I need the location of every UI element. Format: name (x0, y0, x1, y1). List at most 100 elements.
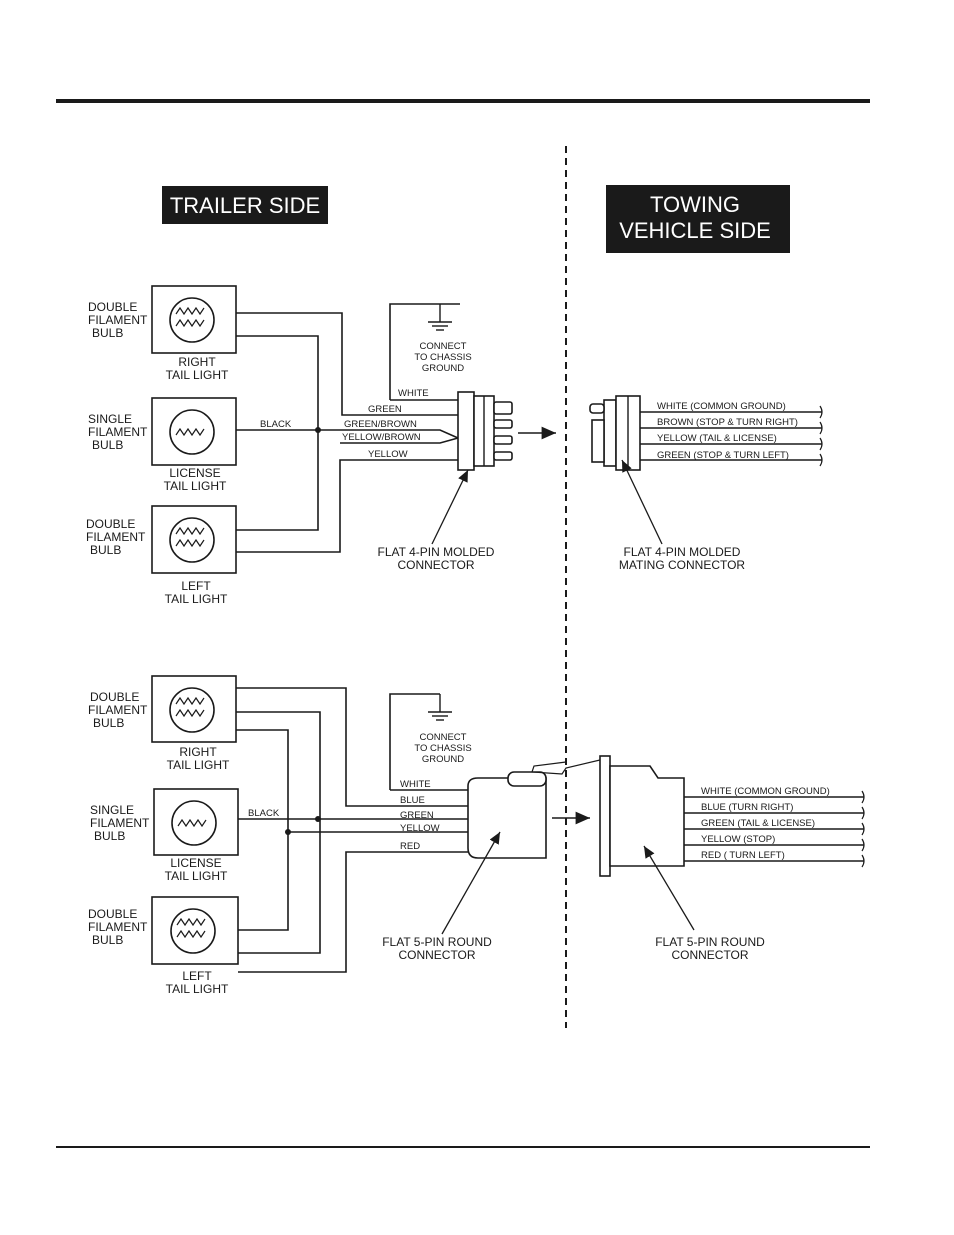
license-tail-light: SINGLE FILAMENT BULB LICENSE TAIL LIGHT (90, 788, 239, 883)
junction-dot (285, 829, 291, 835)
wire-label-black: BLACK (260, 419, 292, 430)
vehicle-wire-label: WHITE (COMMON GROUND) (657, 401, 786, 412)
light-label: TAIL LIGHT (166, 982, 229, 996)
wire-label-white: WHITE (400, 779, 431, 790)
wire-break-icon (861, 790, 865, 868)
right-tail-light: DOUBLE FILAMENT BULB RIGHT TAIL LIGHT (88, 675, 237, 772)
section-4pin: DOUBLE FILAMENT BULB RIGHT TAIL LIGHT SI… (86, 285, 823, 606)
towing-side-title-line2: VEHICLE SIDE (619, 218, 771, 243)
ground-icon (428, 694, 452, 721)
bulb-label: DOUBLE (86, 517, 135, 531)
towing-side-title-line1: TOWING (650, 192, 740, 217)
ground-label: GROUND (422, 363, 464, 374)
connector-label: CONNECTOR (398, 948, 475, 962)
vehicle-wire-label: BROWN (STOP & TURN RIGHT) (657, 417, 798, 428)
red-wire (238, 851, 468, 973)
wire-label-black: BLACK (248, 808, 280, 819)
light-label: TAIL LIGHT (165, 869, 228, 883)
bulb-label: BULB (92, 438, 123, 452)
connector-label: FLAT 4-PIN MOLDED (624, 545, 741, 559)
single-filament-bulb-icon (169, 409, 215, 455)
bulb-label: FILAMENT (88, 703, 148, 717)
wire-label-green: GREEN (368, 404, 402, 415)
pointer-line (643, 845, 695, 931)
pointer-line (621, 459, 663, 545)
connector-label: FLAT 5-PIN ROUND (655, 935, 765, 949)
vehicle-wire-label: BLUE (TURN RIGHT) (701, 802, 793, 813)
section-5pin: DOUBLE FILAMENT BULB RIGHT TAIL LIGHT SI… (88, 675, 865, 996)
yellow-brown-wire (340, 437, 459, 444)
light-label: TAIL LIGHT (166, 368, 229, 382)
yellow-wire (236, 729, 289, 931)
black-main-wire (236, 429, 459, 439)
bulb-label: FILAMENT (88, 425, 148, 439)
bulb-label: FILAMENT (88, 920, 148, 934)
trailer-side-header: TRAILER SIDE (162, 186, 328, 224)
bulb-label: BULB (94, 829, 125, 843)
light-label: LICENSE (170, 856, 221, 870)
vehicle-wire-label: WHITE (COMMON GROUND) (701, 786, 830, 797)
connector-label: CONNECTOR (671, 948, 748, 962)
double-filament-bulb-icon (169, 687, 215, 733)
flat-5pin-vehicle-connector (531, 755, 685, 877)
wire-label-yellow-brown: YELLOW/BROWN (342, 432, 421, 443)
pointer-line (441, 831, 501, 935)
wire-label-yellow: YELLOW (400, 823, 440, 834)
bulb-label: FILAMENT (86, 530, 146, 544)
double-filament-bulb-icon (169, 517, 215, 563)
light-label: LEFT (182, 969, 212, 983)
ground-wire (389, 693, 440, 790)
license-tail-light: SINGLE FILAMENT BULB LICENSE TAIL LIGHT (88, 397, 237, 493)
wire-label-blue: BLUE (400, 795, 425, 806)
towing-side-header: TOWING VEHICLE SIDE (606, 185, 790, 253)
vehicle-wire-label: RED ( TURN LEFT) (701, 850, 785, 861)
light-label: TAIL LIGHT (167, 758, 230, 772)
bulb-label: SINGLE (88, 412, 132, 426)
light-label: TAIL LIGHT (165, 592, 228, 606)
green-wire (236, 312, 458, 416)
bulb-label: BULB (93, 716, 124, 730)
bulb-label: SINGLE (90, 803, 134, 817)
wire-label-green-brown: GREEN/BROWN (344, 419, 417, 430)
ground-label: TO CHASSIS (414, 352, 471, 363)
junction-dot (315, 816, 321, 822)
single-filament-bulb-icon (171, 800, 217, 846)
flat-4pin-connector (457, 391, 513, 471)
ground-label: CONNECT (420, 732, 467, 743)
ground-icon (428, 304, 452, 331)
vehicle-wire-label: YELLOW (STOP) (701, 834, 775, 845)
light-label: RIGHT (178, 355, 216, 369)
connector-label: CONNECTOR (397, 558, 474, 572)
bulb-label: DOUBLE (88, 907, 137, 921)
light-label: TAIL LIGHT (164, 479, 227, 493)
light-label: LEFT (181, 579, 211, 593)
bulb-label: FILAMENT (88, 313, 148, 327)
wire-label-red: RED (400, 841, 420, 852)
ground-wire (389, 303, 460, 400)
yellow-wire (236, 459, 458, 553)
vehicle-wire-label: GREEN (TAIL & LICENSE) (701, 818, 815, 829)
right-tail-light: DOUBLE FILAMENT BULB RIGHT TAIL LIGHT (88, 285, 237, 382)
double-filament-bulb-icon (170, 908, 216, 954)
flat-4pin-mating-connector (589, 395, 641, 471)
wire-label-yellow: YELLOW (368, 449, 408, 460)
bulb-label: BULB (92, 326, 123, 340)
vehicle-wire-label: GREEN (STOP & TURN LEFT) (657, 450, 789, 461)
bulb-label: FILAMENT (90, 816, 150, 830)
bulb-label: BULB (90, 543, 121, 557)
bulb-label: DOUBLE (90, 690, 139, 704)
ground-label: TO CHASSIS (414, 743, 471, 754)
left-tail-light: DOUBLE FILAMENT BULB LEFT TAIL LIGHT (88, 896, 239, 996)
connector-label: FLAT 5-PIN ROUND (382, 935, 492, 949)
left-tail-light: DOUBLE FILAMENT BULB LEFT TAIL LIGHT (86, 505, 237, 606)
bottom-rule (56, 1146, 870, 1148)
connector-label: MATING CONNECTOR (619, 558, 746, 572)
ground-label: CONNECT (420, 341, 467, 352)
wire-label-green: GREEN (400, 810, 434, 821)
vehicle-wire-label: YELLOW (TAIL & LICENSE) (657, 433, 777, 444)
wire-break-icon (819, 405, 823, 467)
double-filament-bulb-icon (169, 297, 215, 343)
flat-5pin-round-connector (467, 771, 547, 859)
ground-label: GROUND (422, 754, 464, 765)
pointer-line (431, 469, 469, 545)
